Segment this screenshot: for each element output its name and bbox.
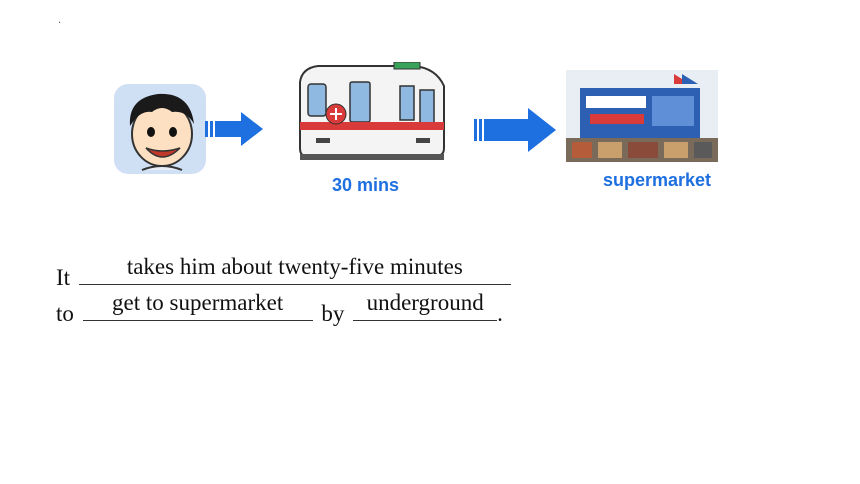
answer-text-2: get to supermarket: [112, 290, 284, 315]
sentence-line-1: It takes him about twenty-five minutes: [56, 254, 514, 291]
boy-face-icon: [114, 84, 206, 174]
destination-caption: supermarket: [603, 170, 712, 190]
supermarket-building-icon: [566, 70, 718, 162]
subway-train-icon: [299, 62, 445, 160]
answer-text-1: takes him about twenty-five minutes: [126, 254, 463, 279]
word-to: to: [56, 301, 74, 326]
arrow-right-icon: [205, 112, 263, 146]
answer-blank-1: takes him about twenty-five minutes: [78, 254, 511, 285]
arrow-right-icon: [474, 108, 556, 152]
decorative-dot: ·: [58, 18, 62, 29]
word-it: It: [56, 265, 71, 290]
travel-time-caption: 30 mins: [332, 175, 400, 195]
word-by: by: [321, 301, 345, 326]
answer-blank-2: get to supermarket: [82, 290, 313, 321]
sentence-period: .: [497, 301, 503, 326]
answer-blank-3: underground: [353, 290, 498, 321]
sentence-line-2: to get to supermarket by underground .: [56, 290, 503, 327]
answer-text-3: underground: [366, 290, 484, 315]
